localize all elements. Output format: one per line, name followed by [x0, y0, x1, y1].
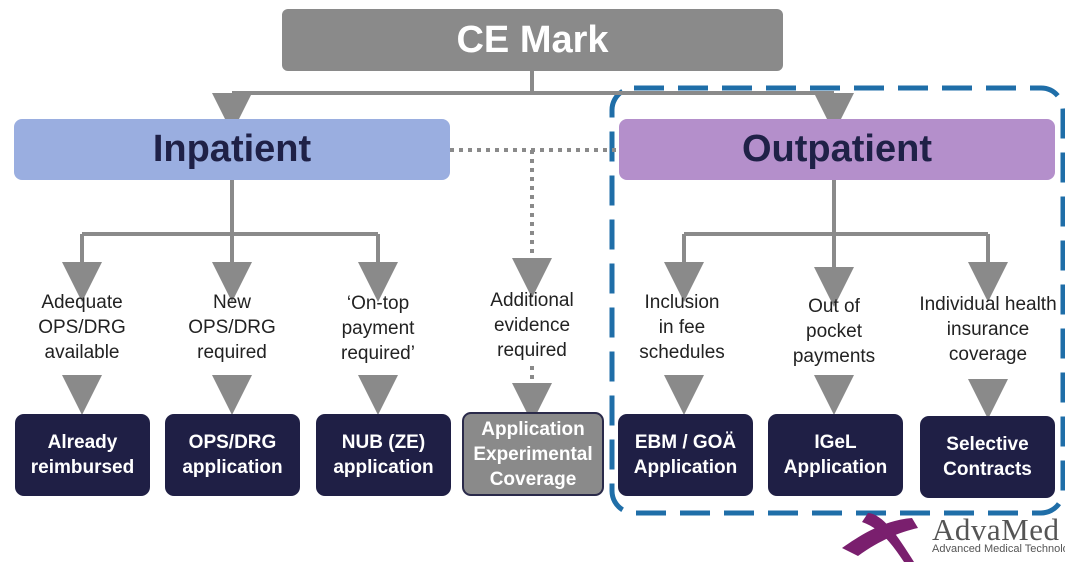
criterion-individual-health-insurance: Individual health insurance coverage	[908, 292, 1065, 367]
outpatient-box: Outpatient	[619, 119, 1055, 180]
inpatient-box: Inpatient	[14, 119, 450, 180]
criterion-line: schedules	[639, 342, 725, 363]
criterion-line: in fee	[658, 317, 706, 338]
result-line: Selective	[946, 434, 1029, 455]
outpatient-dashed-frame	[609, 85, 1065, 516]
criterion-line: required’	[341, 343, 415, 364]
result-line: reimbursed	[30, 457, 135, 478]
result-line: Experimental	[473, 443, 593, 465]
result-igel-application: IGeL Application	[768, 414, 903, 496]
result-line: Contracts	[943, 459, 1032, 480]
result-ops-drg-application: OPS/DRG application	[165, 414, 300, 496]
criterion-out-of-pocket: Out of pocket payments	[754, 294, 914, 369]
result-line: OPS/DRG	[188, 432, 277, 453]
criterion-line: payments	[792, 346, 876, 367]
criterion-line: insurance	[946, 319, 1030, 340]
criterion-adequate-ops-drg: Adequate OPS/DRG available	[2, 290, 162, 365]
criterion-fee-schedules: Inclusion in fee schedules	[602, 290, 762, 365]
criterion-on-top-payment: ‘On-top payment required’	[298, 291, 458, 366]
criterion-line: coverage	[948, 344, 1028, 365]
criterion-line: evidence	[493, 315, 571, 336]
criterion-line: available	[44, 342, 120, 363]
criterion-new-ops-drg: New OPS/DRG required	[152, 290, 312, 365]
criterion-line: required	[197, 342, 267, 363]
criterion-line: OPS/DRG	[188, 317, 276, 338]
result-line: Coverage	[489, 468, 577, 490]
criterion-line: pocket	[806, 321, 862, 342]
result-line: application	[182, 457, 283, 478]
result-line: Application	[481, 418, 585, 440]
result-already-reimbursed: Already reimbursed	[15, 414, 150, 496]
result-line: application	[333, 457, 434, 478]
result-line: Application	[633, 457, 738, 478]
advamed-logo-tagline: Advanced Medical Technolog	[932, 543, 1065, 555]
ce-mark-box: CE Mark	[282, 9, 783, 71]
result-ebm-goa-application: EBM / GOÄ Application	[618, 414, 753, 496]
criterion-line: New	[212, 292, 251, 313]
criterion-additional-evidence: Additional evidence required	[452, 288, 612, 363]
outpatient-label: Outpatient	[742, 128, 932, 170]
criterion-line: ‘On-top	[346, 293, 410, 314]
inpatient-label: Inpatient	[152, 128, 312, 170]
advamed-logo-text: AdvaMed	[932, 512, 1060, 547]
criterion-line: Inclusion	[644, 292, 720, 313]
criterion-line: OPS/DRG	[38, 317, 126, 338]
result-line: EBM / GOÄ	[634, 432, 737, 453]
advamed-logo-mark	[842, 513, 918, 562]
criterion-line: required	[497, 340, 567, 361]
criterion-line: Additional	[490, 290, 574, 311]
criterion-line: payment	[341, 318, 415, 339]
result-line: IGeL	[814, 432, 857, 453]
criterion-line: Out of	[808, 296, 860, 317]
result-line: NUB (ZE)	[341, 432, 426, 453]
criterion-line: Individual health	[919, 294, 1057, 315]
ce-mark-label: CE Mark	[456, 18, 609, 61]
result-nub-ze-application: NUB (ZE) application	[316, 414, 451, 496]
result-line: Already	[47, 432, 118, 453]
criterion-line: Adequate	[41, 292, 123, 313]
result-line: Application	[783, 457, 888, 478]
